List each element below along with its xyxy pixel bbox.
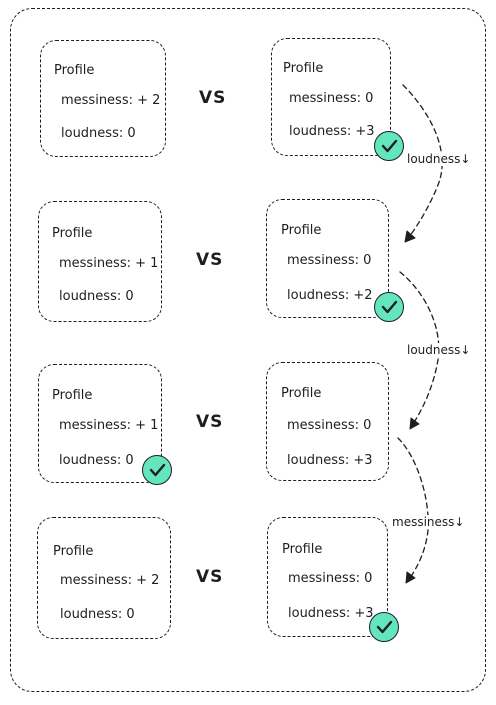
vs-label: VS <box>196 412 224 432</box>
profile-title: Profile <box>281 386 322 401</box>
transition-arrow <box>397 437 429 579</box>
messiness-value: messiness: + 2 <box>61 93 161 108</box>
arrowhead <box>409 417 420 430</box>
loudness-value: loudness: 0 <box>60 607 135 622</box>
profile-card-left: Profile messiness: + 1 loudness: 0 <box>38 201 162 322</box>
profile-card-right: Profile messiness: 0 loudness: +3 <box>266 362 389 481</box>
profile-card-right: Profile messiness: 0 loudness: +2 <box>266 199 389 318</box>
profile-title: Profile <box>54 63 95 78</box>
loudness-value: loudness: 0 <box>61 126 136 141</box>
check-icon <box>149 463 166 477</box>
arrowhead <box>405 571 416 584</box>
profile-card-left: Profile messiness: + 2 loudness: 0 <box>37 517 171 639</box>
loudness-value: loudness: +3 <box>289 124 375 139</box>
loudness-value: loudness: +3 <box>287 453 373 468</box>
vs-label: VS <box>196 250 224 270</box>
transition-label: loudness↓ <box>407 152 471 166</box>
messiness-value: messiness: + 1 <box>59 256 159 271</box>
messiness-value: messiness: 0 <box>288 571 373 586</box>
profile-title: Profile <box>281 223 322 238</box>
vs-label: VS <box>199 88 227 108</box>
check-badge <box>374 292 404 322</box>
loudness-value: loudness: +2 <box>287 288 373 303</box>
loudness-value: loudness: +3 <box>288 606 374 621</box>
transition-arrow <box>402 84 443 238</box>
loudness-value: loudness: 0 <box>59 289 134 304</box>
profile-card-left: Profile messiness: + 2 loudness: 0 <box>40 40 166 157</box>
loudness-value: loudness: 0 <box>59 453 134 468</box>
messiness-value: messiness: + 2 <box>60 573 160 588</box>
messiness-value: messiness: 0 <box>287 418 372 433</box>
profile-title: Profile <box>282 542 323 557</box>
profile-title: Profile <box>283 61 324 76</box>
check-badge <box>374 131 404 161</box>
check-icon <box>381 300 398 314</box>
check-icon <box>376 620 393 634</box>
transition-arrow <box>399 271 440 425</box>
profile-card-left: Profile messiness: + 1 loudness: 0 <box>38 364 162 483</box>
profile-title: Profile <box>52 388 93 403</box>
messiness-value: messiness: 0 <box>289 91 374 106</box>
profile-card-right: Profile messiness: 0 loudness: +3 <box>271 38 391 156</box>
check-icon <box>381 139 398 153</box>
messiness-value: messiness: + 1 <box>59 418 159 433</box>
transition-label: loudness↓ <box>407 343 471 357</box>
outer-frame <box>10 8 486 692</box>
transition-label: messiness↓ <box>392 515 465 529</box>
check-badge <box>369 612 399 642</box>
profile-title: Profile <box>53 544 94 559</box>
check-badge <box>142 455 172 485</box>
messiness-value: messiness: 0 <box>287 253 372 268</box>
arrowhead <box>404 230 416 243</box>
profile-card-right: Profile messiness: 0 loudness: +3 <box>267 517 388 637</box>
profile-title: Profile <box>52 226 93 241</box>
vs-label: VS <box>196 567 224 587</box>
